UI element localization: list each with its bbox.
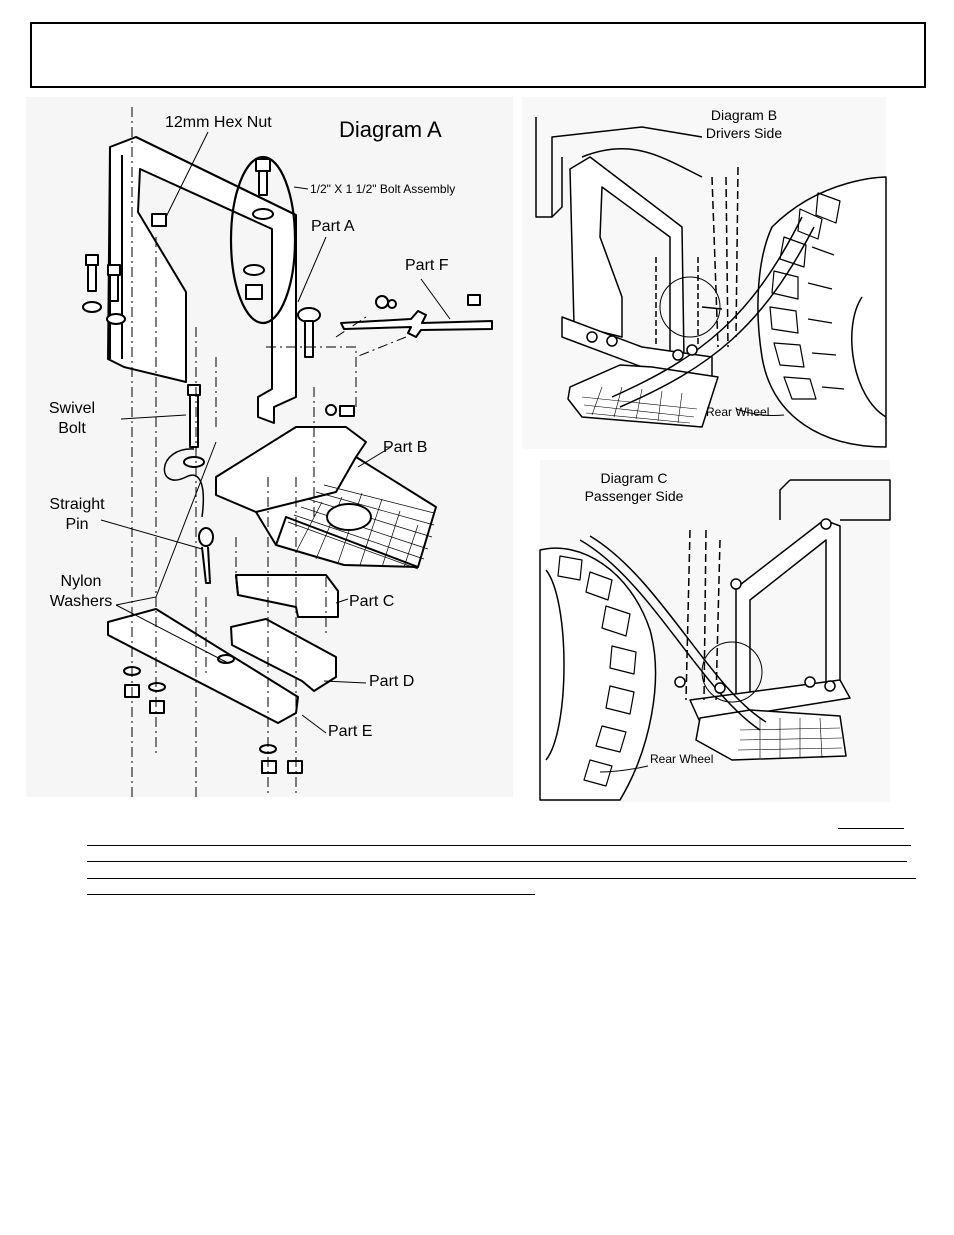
blank-line-4 [87,878,916,879]
label-bolt-assembly: 1/2" X 1 1/2" Bolt Assembly [310,182,456,196]
diagram-c-drawing [539,479,891,801]
diagram-b-title-line1: Diagram B [710,107,778,123]
label-swivel: Swivel [48,400,96,417]
diagram-b-drawing [535,117,887,448]
blank-line-1 [838,828,904,829]
header-box [30,22,926,88]
diagram-a-drawing [82,107,493,797]
label-12mm-hex-nut: 12mm Hex Nut [165,114,272,131]
label-washers: Washers [49,593,113,610]
diagram-b-rear-wheel-label: Rear Wheel [706,405,770,419]
diagram-a-panel: Diagram A 12mm Hex Nut 1/2" X 1 1/2" Bol… [26,97,513,797]
blank-line-5 [87,894,535,895]
label-part-a: Part A [311,218,355,235]
diagram-b-title-line2: Drivers Side [705,125,783,141]
label-pin: Pin [65,516,89,533]
diagram-c-panel: Diagram C Passenger Side Rear Wheel [539,460,891,802]
label-straight: Straight [49,496,105,513]
diagram-a-title: Diagram A [339,117,442,142]
label-part-b: Part B [383,439,428,456]
diagram-c-title-line1: Diagram C [600,470,668,486]
blank-line-2 [87,845,911,846]
diagram-c-rear-wheel-label: Rear Wheel [650,752,714,766]
blank-line-3 [87,861,907,862]
diagram-c-title-line2: Passenger Side [584,488,684,504]
diagram-b-panel: Diagram B Drivers Side Rear Wheel [522,97,887,449]
label-nylon: Nylon [60,573,102,590]
label-part-c: Part C [349,593,395,610]
label-part-f: Part F [405,257,449,274]
label-part-e: Part E [328,723,373,740]
label-bolt: Bolt [58,420,86,437]
label-part-d: Part D [369,673,415,690]
